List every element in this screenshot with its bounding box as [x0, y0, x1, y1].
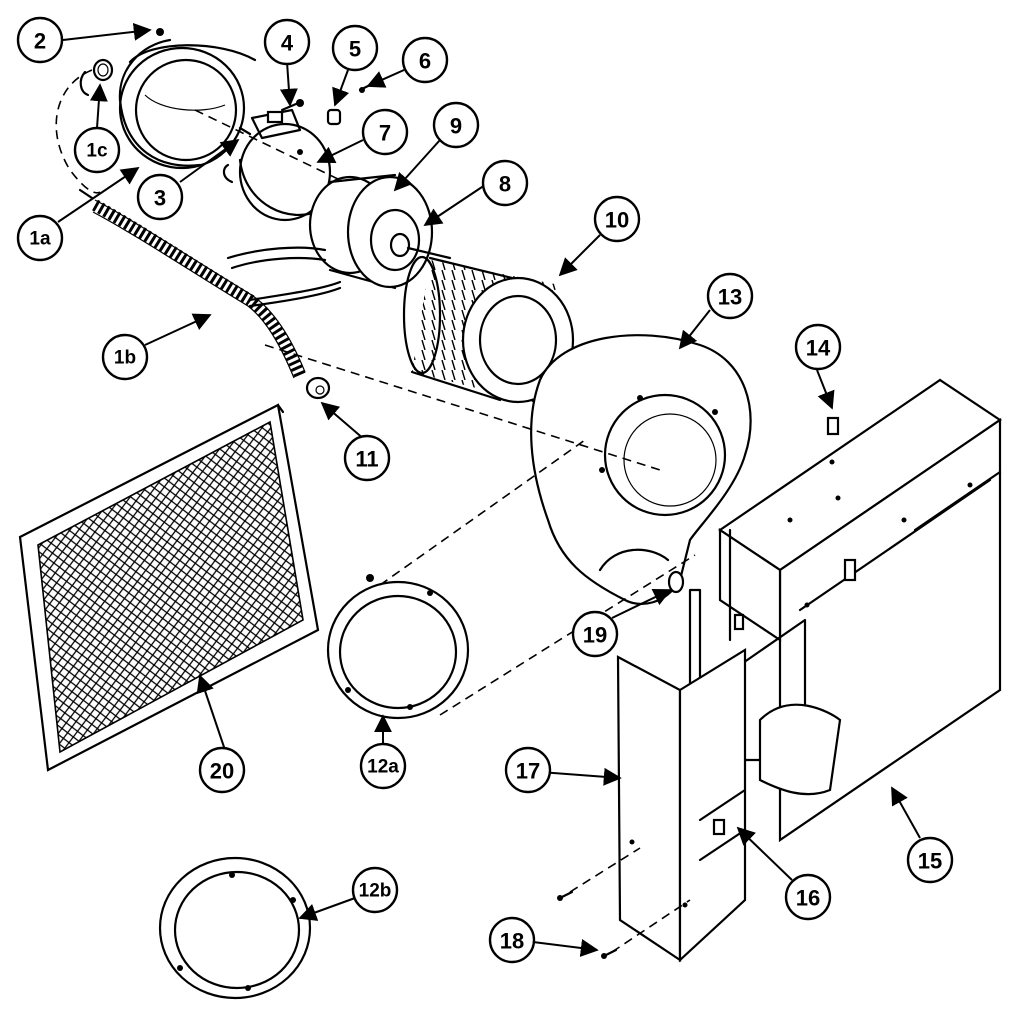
callout-label: 15: [918, 849, 942, 874]
callout-2: 2: [16, 16, 64, 64]
housing-ring-12a: [326, 574, 470, 720]
callout-label: 4: [281, 31, 294, 56]
callout-label: 7: [379, 121, 391, 146]
callout-20: 20: [198, 746, 246, 794]
callout-label: 1b: [114, 348, 136, 369]
callout-label: 18: [500, 929, 524, 954]
air-filter: [18, 403, 320, 772]
callout-label: 19: [583, 623, 607, 648]
callout-label: 13: [718, 285, 742, 310]
clip-19: [667, 570, 685, 594]
bottom-panel-17: [616, 648, 747, 963]
inlet-ring: [118, 28, 257, 170]
callout-1c: 1c: [73, 126, 121, 174]
callout-13: 13: [706, 272, 754, 320]
callout-14: 14: [794, 323, 842, 371]
callout-15: 15: [906, 836, 954, 884]
mounting-screws-18: [557, 890, 618, 959]
callout-label: 16: [796, 886, 820, 911]
callout-1a: 1a: [16, 214, 64, 262]
heater-assembly: [55, 58, 114, 200]
heating-coil: [92, 199, 306, 379]
callout-4: 4: [263, 18, 311, 66]
callout-1b: 1b: [101, 333, 149, 381]
callout-12b: 12b: [351, 866, 399, 914]
leader-lines: [57, 22, 921, 957]
callout-8: 8: [481, 159, 529, 207]
callout-19: 19: [571, 610, 619, 658]
callout-6: 6: [401, 36, 449, 84]
callout-label: 1c: [86, 141, 108, 162]
callout-3: 3: [136, 173, 184, 221]
screws-small-parts: [238, 82, 374, 136]
callout-9: 9: [432, 101, 480, 149]
shaft-nut: [305, 376, 331, 400]
blower-motor: [226, 173, 452, 308]
callout-label: 14: [806, 336, 831, 361]
callout-16: 16: [784, 873, 832, 921]
callout-label: 8: [499, 172, 511, 197]
callout-label: 12a: [367, 757, 399, 778]
cabinet: [688, 378, 1002, 862]
callout-label: 3: [154, 186, 166, 211]
callout-18: 18: [488, 916, 536, 964]
callout-label: 10: [605, 208, 629, 233]
callout-label: 20: [210, 759, 234, 784]
callout-label: 17: [516, 759, 540, 784]
callout-label: 2: [34, 29, 46, 54]
blower-housing: [530, 334, 752, 606]
callout-7: 7: [361, 108, 409, 156]
callout-label: 12b: [359, 881, 392, 902]
callout-label: 1a: [29, 229, 51, 250]
assembly-lines: [194, 109, 696, 953]
motor-bracket: [222, 108, 332, 222]
callout-label: 9: [450, 114, 462, 139]
callout-11: 11: [343, 434, 391, 482]
callout-label: 6: [419, 49, 431, 74]
callout-12a: 12a: [359, 742, 407, 790]
callout-5: 5: [331, 24, 379, 72]
callout-17: 17: [504, 746, 552, 794]
housing-ring-12b: [158, 856, 312, 1000]
callout-label: 5: [349, 37, 361, 62]
callout-label: 11: [355, 447, 378, 472]
callout-10: 10: [593, 195, 641, 243]
